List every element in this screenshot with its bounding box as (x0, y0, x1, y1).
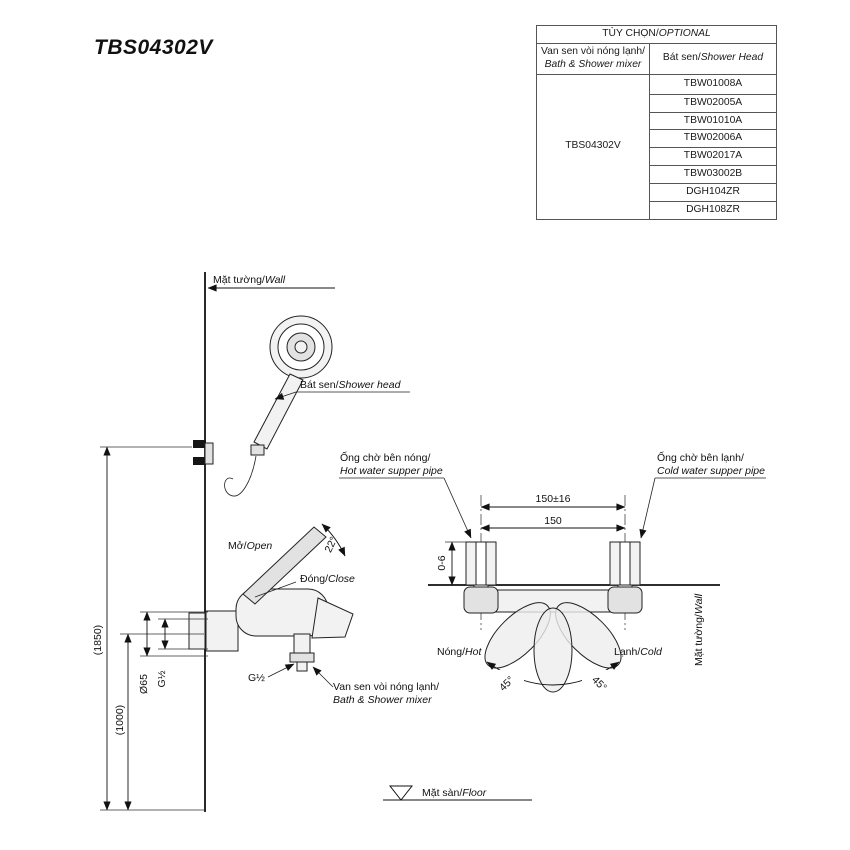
hot-supply-pipe (465, 541, 497, 593)
mixer-leader (267, 663, 334, 688)
hot-pipe-leader (339, 477, 472, 539)
open-label-vi: Mở/ (228, 540, 247, 552)
wall-top-label: Mặt tường/Wall (213, 274, 286, 286)
shower-head-drawing (193, 315, 333, 497)
hot-label-en: Hot (465, 646, 482, 658)
wall-side-label-vi: Mặt tường/ (693, 614, 705, 666)
dim-150-16-label: 150±16 (536, 493, 571, 505)
model-cell: TBW01008A (649, 73, 777, 95)
floor-symbol (383, 785, 532, 801)
wall-side-label-en: Wall (693, 593, 705, 614)
hot-label: Nóng/Hot (437, 646, 482, 658)
cold-label: Lạnh/Cold (614, 646, 663, 658)
hot-label-vi: Nóng/ (437, 646, 465, 658)
option-table-title-en: OPTIONAL (658, 28, 711, 40)
model-cell: DGH108ZR (649, 200, 777, 220)
mixer-front-drawing (463, 586, 643, 693)
close-label-vi: Đóng/ (300, 573, 328, 585)
cold-pipe-label-line1: Ống chờ bên lạnh/ (657, 450, 744, 464)
cold-label-vi: Lạnh/ (614, 646, 640, 658)
wall-line (204, 272, 335, 812)
wall-top-label-vi: Mặt tường/ (213, 274, 265, 286)
col-header-mixer-vi: Van sen vòi nóng lạnh/ (541, 46, 645, 57)
dim-1850-label: (1850) (92, 625, 104, 655)
shower-head-label-en: Shower head (339, 379, 402, 391)
dim-0-6-label: 0-6 (436, 555, 448, 570)
product-title: TBS04302V (94, 36, 213, 59)
dim-g-half-label: G½ (156, 670, 168, 687)
floor-label: Mặt sàn/Floor (422, 787, 487, 799)
open-label: Mở/Open (228, 540, 272, 552)
close-label: Đóng/Close (300, 573, 355, 585)
col-header-mixer: Van sen vòi nóng lạnh/Bath & Shower mixe… (536, 43, 650, 75)
shower-head-label-vi: Bát sen/ (300, 379, 339, 391)
cold-label-en: Cold (640, 646, 663, 658)
mixer-label-line2: Bath & Shower mixer (333, 694, 432, 706)
dim-dia65-label: Ø65 (138, 674, 150, 694)
wall-side-label: Mặt tường/Wall (693, 593, 705, 666)
col-header-mixer-en: Bath & Shower mixer (544, 58, 642, 70)
open-label-en: Open (247, 540, 273, 552)
front-dimensions (445, 503, 626, 586)
col-header-shower-head-en: Shower Head (700, 52, 764, 64)
wall-top-label-en: Wall (265, 274, 286, 286)
close-label-en: Close (328, 573, 355, 585)
option-table-title-vi: TÙY CHỌN/ (602, 28, 659, 40)
floor-label-vi: Mặt sàn/ (422, 787, 462, 799)
mixer-side-drawing (188, 523, 354, 672)
cold-supply-pipe (609, 541, 641, 593)
cold-pipe-leader (639, 477, 766, 539)
left-dimensions (100, 446, 208, 811)
option-table: TÙY CHỌN/OPTIONAL Van sen vòi nóng lạnh/… (536, 25, 777, 220)
option-table-title: TÙY CHỌN/OPTIONAL (536, 25, 777, 44)
g-half-outlet-label: G½ (248, 672, 265, 684)
shower-head-label: Bát sen/Shower head (300, 379, 402, 391)
cold-pipe-label-line2: Cold water supper pipe (657, 465, 765, 477)
product-code-cell: TBS04302V (536, 73, 650, 220)
floor-label-en: Floor (462, 787, 486, 799)
mixer-label-line1: Van sen vòi nóng lạnh/ (333, 681, 439, 693)
col-header-shower-head-vi: Bát sen/ (662, 52, 701, 64)
hot-pipe-label-line1: Ống chờ bên nóng/ (340, 450, 430, 464)
dim-1000-label: (1000) (114, 705, 126, 735)
dim-150-label: 150 (544, 515, 562, 527)
shower-head-leader (274, 391, 410, 400)
col-header-shower-head: Bát sen/Shower Head (649, 43, 777, 75)
hot-pipe-label-line2: Hot water supper pipe (340, 465, 443, 477)
